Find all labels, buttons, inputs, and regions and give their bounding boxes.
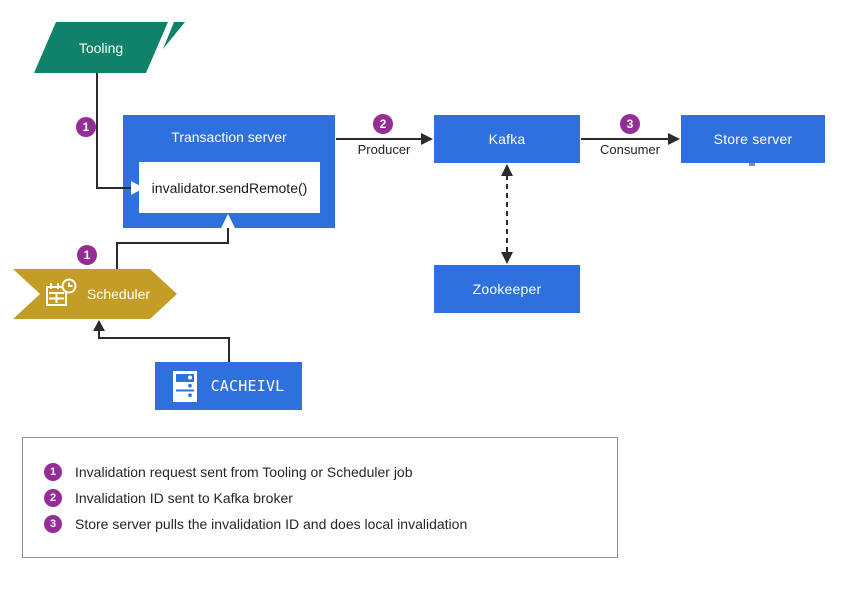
server-rack-icon: [172, 370, 198, 402]
node-store-server: Store server: [681, 115, 825, 163]
invalidator-method-box: invalidator.sendRemote(): [139, 162, 320, 213]
edge-scheduler-to-transaction: [116, 228, 229, 269]
artifact-dash: [749, 163, 755, 166]
transaction-server-label: Transaction server: [171, 129, 287, 145]
node-zookeeper: Zookeeper: [434, 265, 580, 313]
consumer-edge-label: Consumer: [600, 142, 660, 157]
step-badge-1-scheduler-num: 1: [83, 248, 91, 262]
arrowhead-to-kafka-dashed: [501, 164, 513, 176]
legend-badge-1-num: 1: [49, 465, 57, 478]
arrowhead-to-zookeeper-dashed: [501, 252, 513, 264]
step-badge-2-num: 2: [379, 117, 387, 131]
step-badge-2: 2: [373, 114, 393, 134]
arrowhead-to-scheduler: [93, 320, 105, 331]
step-badge-1-tooling: 1: [76, 117, 96, 137]
legend-badge-1: 1: [44, 463, 62, 481]
kafka-label: Kafka: [488, 131, 526, 147]
legend-text-2: Invalidation ID sent to Kafka broker: [75, 490, 293, 506]
legend-badge-2: 2: [44, 489, 62, 507]
legend-item-1: 1 Invalidation request sent from Tooling…: [44, 463, 617, 481]
node-tooling: Tooling: [34, 22, 168, 73]
node-kafka: Kafka: [434, 115, 580, 163]
step-badge-1-scheduler: 1: [77, 245, 97, 265]
calendar-clock-icon: [43, 277, 77, 311]
store-server-label: Store server: [713, 131, 793, 147]
legend-item-3: 3 Store server pulls the invalidation ID…: [44, 515, 617, 533]
legend-text-1: Invalidation request sent from Tooling o…: [75, 464, 413, 480]
node-cacheivl: CACHEIVL: [155, 362, 302, 410]
node-scheduler: Scheduler: [13, 269, 177, 319]
legend-text-3: Store server pulls the invalidation ID a…: [75, 516, 468, 532]
invalidator-method-label: invalidator.sendRemote(): [151, 179, 308, 196]
step-badge-3-num: 3: [626, 117, 634, 131]
legend-badge-2-num: 2: [49, 491, 57, 504]
edge-cacheivl-to-scheduler: [98, 330, 230, 362]
legend-item-2: 2 Invalidation ID sent to Kafka broker: [44, 489, 617, 507]
scheduler-label: Scheduler: [87, 286, 151, 302]
legend-badge-3: 3: [44, 515, 62, 533]
step-badge-3: 3: [620, 114, 640, 134]
step-badge-1-tooling-num: 1: [82, 120, 90, 134]
zookeeper-label: Zookeeper: [472, 281, 542, 297]
cacheivl-label: CACHEIVL: [210, 377, 285, 395]
node-transaction-server: Transaction server invalidator.sendRemot…: [123, 115, 335, 228]
producer-edge-label: Producer: [357, 142, 411, 157]
legend-badge-3-num: 3: [49, 517, 57, 530]
legend-box: 1 Invalidation request sent from Tooling…: [22, 437, 618, 558]
tooling-label: Tooling: [78, 39, 124, 56]
